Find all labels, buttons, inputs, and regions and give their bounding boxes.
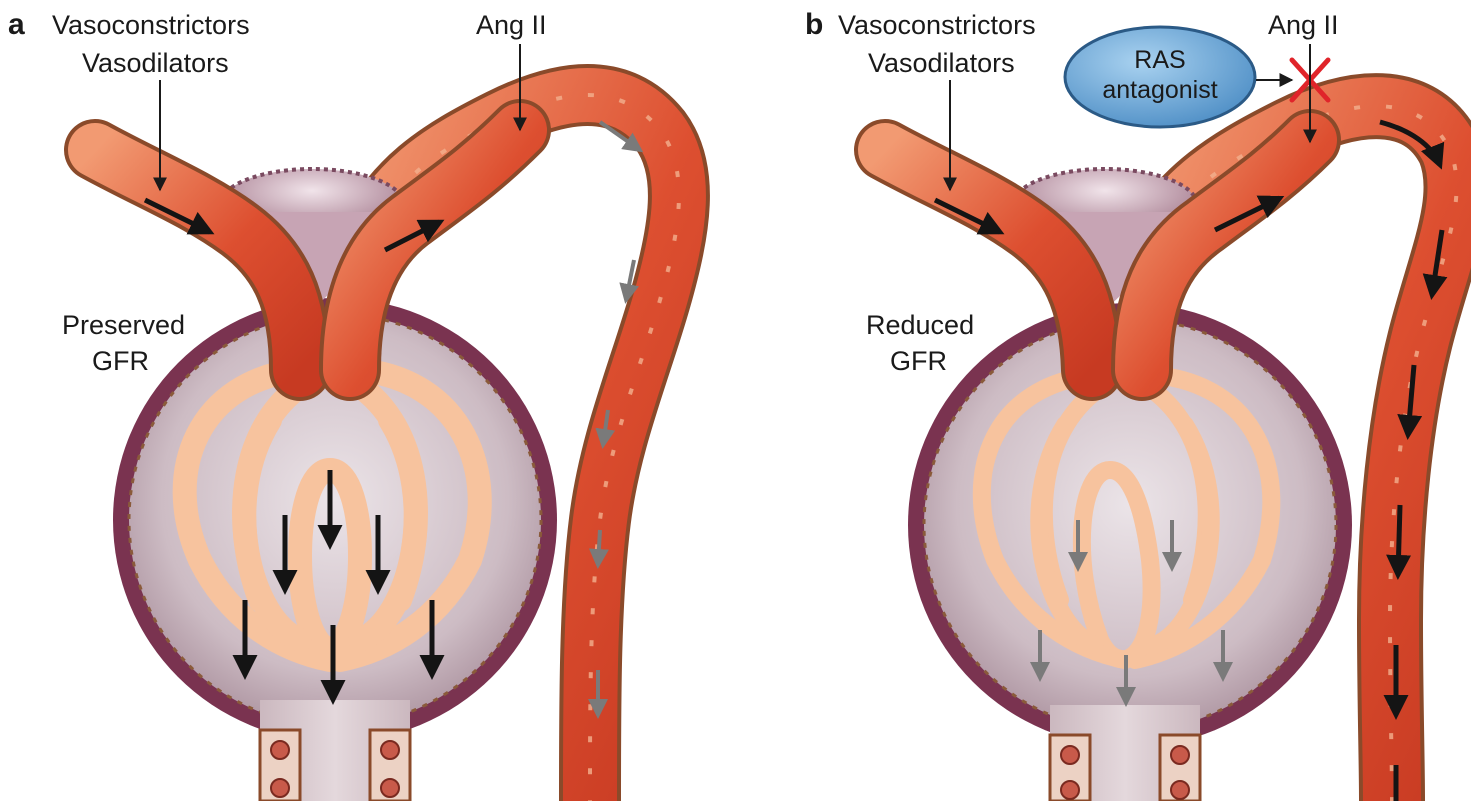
ras-label-line1: RAS [1134,46,1185,74]
gfr-label-line1: Preserved [62,310,185,340]
ang-ii-label: Ang II [1268,10,1339,40]
ang-ii-label: Ang II [476,10,547,40]
vasodilators-label: Vasodilators [82,48,229,78]
proximal-tubule [1050,705,1200,801]
vasoconstrictors-label: Vasoconstrictors [838,10,1036,40]
panel-a-letter: a [8,8,25,41]
panel-b-letter: b [805,8,823,41]
vasodilators-label: Vasodilators [868,48,1015,78]
gfr-label-line2: GFR [92,346,149,376]
gfr-label-line2: GFR [890,346,947,376]
vasoconstrictors-label: Vasoconstrictors [52,10,250,40]
proximal-tubule [260,700,410,801]
ras-label-line2: antagonist [1102,76,1217,104]
panel-b: RAS antagonist b Vasoconstrictors Vasodi… [805,8,1457,801]
gfr-label-line1: Reduced [866,310,974,340]
panel-a: a Vasoconstrictors Vasodilators Ang II P… [8,8,679,801]
